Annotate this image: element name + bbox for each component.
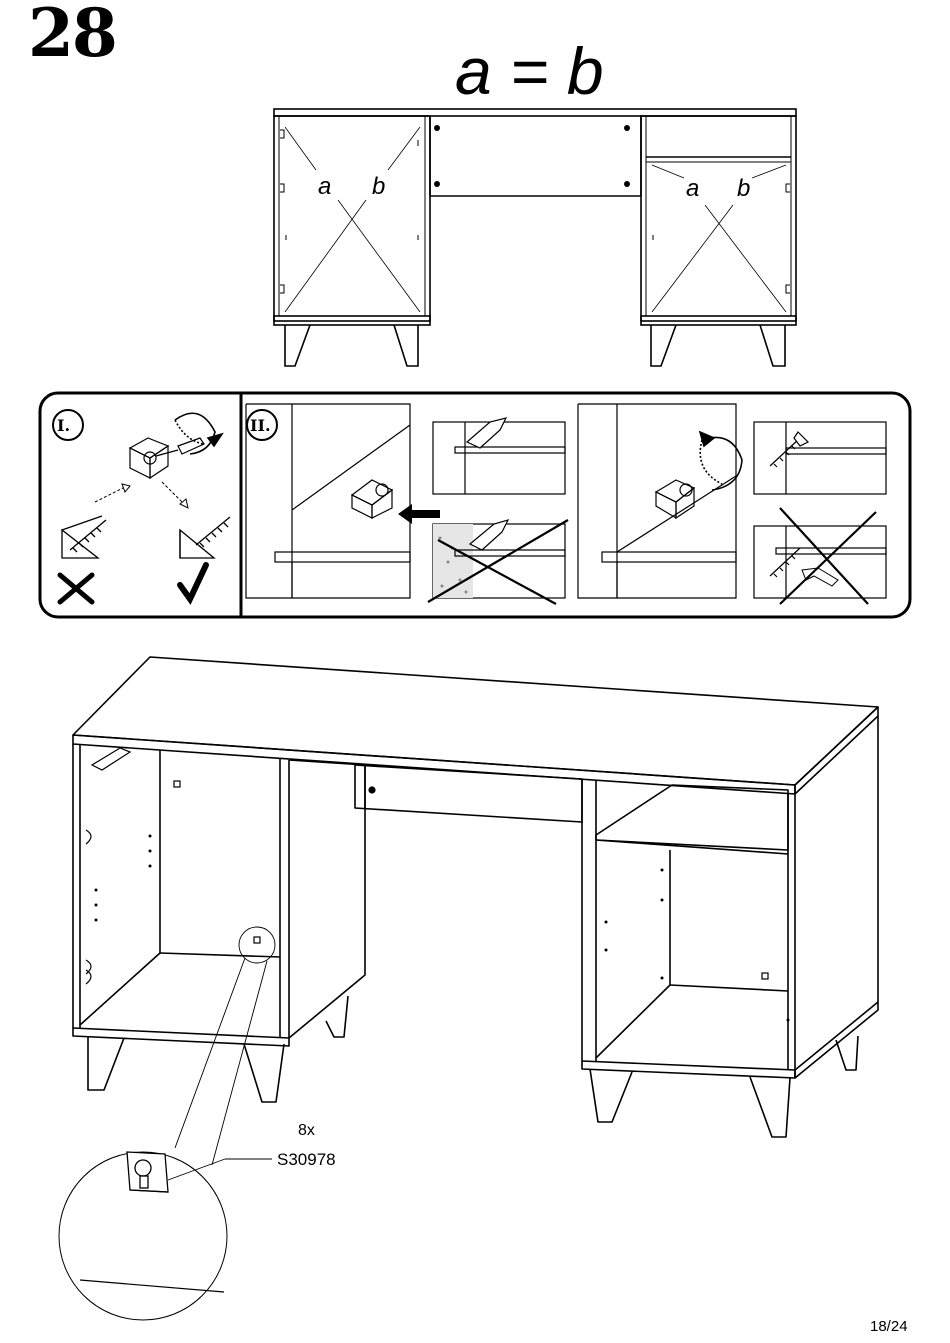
hardware-part-code: S30978 [277, 1150, 336, 1170]
push-arrow-icon [398, 504, 440, 524]
section-two-label: II. [250, 416, 271, 435]
cross-mark-icon [60, 575, 92, 602]
screw-icon [62, 516, 106, 558]
page-number: 18/24 [870, 1318, 908, 1335]
cross-mark-icon [780, 508, 876, 604]
screw-icon [770, 432, 808, 467]
screw-icon [180, 517, 230, 558]
connector-detail-panel: I. II. [0, 380, 950, 630]
cam-connector-icon [130, 438, 204, 478]
right-diagonal-label-b: b [737, 175, 750, 202]
check-mark-icon [180, 565, 206, 599]
cam-connector-icon [127, 1152, 168, 1192]
left-diagonal-label-a: a [318, 173, 331, 200]
section-one-label: I. [57, 416, 70, 435]
left-diagonal-label-b: b [372, 173, 385, 200]
desk-perspective-drawing [0, 640, 950, 1343]
right-diagonal-label-a: a [686, 175, 699, 202]
screw-icon [770, 548, 800, 577]
hardware-quantity: 8x [298, 1122, 315, 1140]
front-view-drawing: a b a b [0, 0, 950, 380]
